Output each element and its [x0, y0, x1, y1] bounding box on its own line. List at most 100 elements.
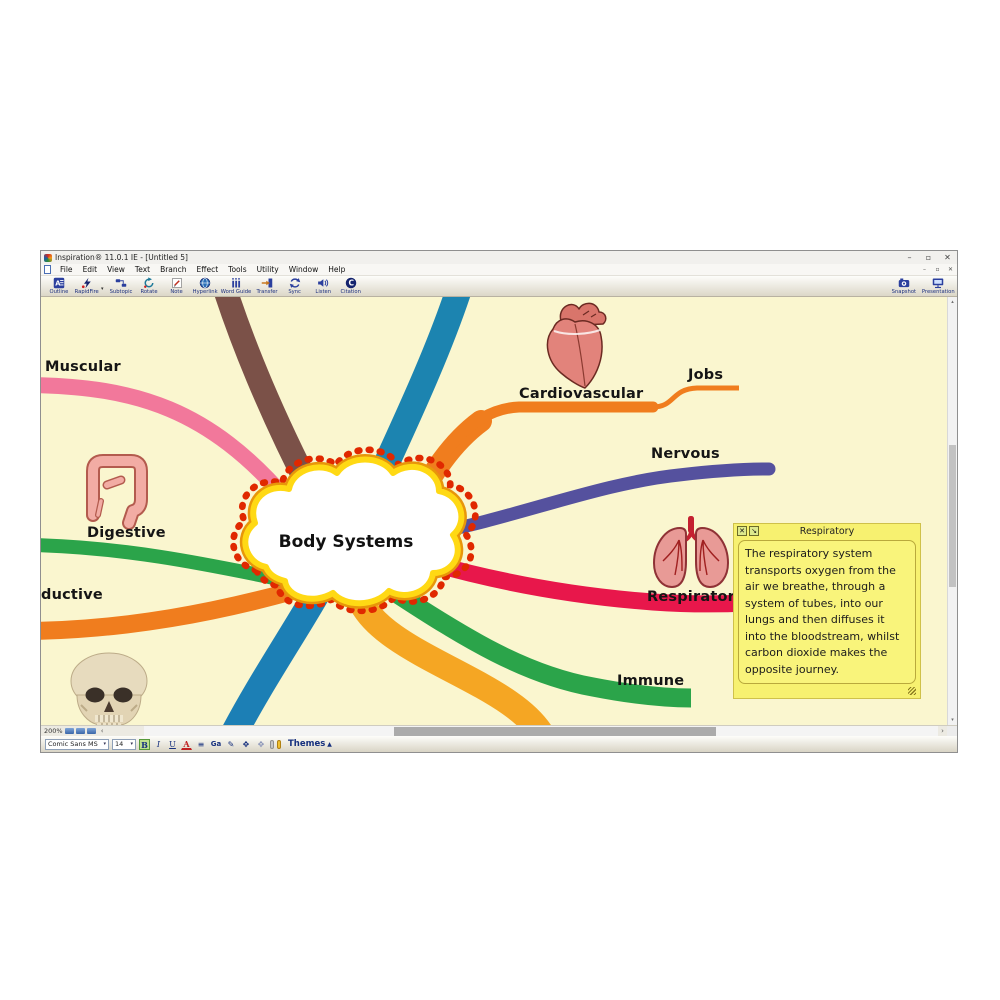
reproductive-symbol-skull[interactable] — [70, 652, 148, 725]
sync-icon — [289, 278, 301, 288]
hyperlink-icon — [199, 277, 211, 289]
doc-restore-button[interactable]: ▫ — [935, 266, 940, 273]
listen-button[interactable]: Listen — [309, 277, 337, 295]
themes-button[interactable]: Themes ▲ — [288, 739, 332, 749]
listen-icon — [318, 279, 329, 287]
position-alt-button[interactable]: ✥ — [257, 739, 265, 749]
horizontal-scrollbar[interactable] — [144, 725, 938, 737]
sync-button[interactable]: Sync — [281, 277, 309, 295]
transfer-button[interactable]: Transfer — [253, 277, 281, 295]
label-reproductive-truncated[interactable]: ductive — [41, 587, 103, 603]
note-header[interactable]: ✕ ↘ Respiratory — [734, 524, 920, 539]
horizontal-scroll-thumb[interactable] — [394, 726, 716, 736]
respiratory-note-panel[interactable]: ✕ ↘ Respiratory The respiratory system t… — [733, 523, 921, 699]
mind-map-graphic — [41, 297, 776, 725]
italic-button[interactable]: I — [156, 739, 161, 749]
scroll-down-icon[interactable]: ▾ — [948, 715, 957, 725]
branch-jobs[interactable] — [652, 385, 739, 410]
outline-icon: A — [53, 277, 65, 289]
branch-respiratory[interactable] — [428, 554, 748, 613]
menu-file[interactable]: File — [60, 265, 73, 274]
word-guide-icon — [232, 277, 241, 288]
rotate-icon — [144, 277, 154, 288]
subtopic-button[interactable]: Subtopic — [107, 277, 135, 295]
draw-tool-button[interactable]: ✎ — [227, 739, 235, 749]
branch-unlabeled-bottom-left[interactable] — [223, 579, 331, 725]
label-muscular[interactable]: Muscular — [45, 359, 121, 375]
font-size-select[interactable]: 14 ▾ — [112, 738, 136, 750]
menu-help[interactable]: Help — [328, 265, 346, 274]
highlight-icon[interactable] — [277, 739, 281, 749]
size-dropdown-icon: ▾ — [130, 741, 133, 747]
title-bar[interactable]: Inspiration® 11.0.1 IE - [Untitled 5] – … — [41, 251, 957, 264]
diagram-canvas[interactable]: Muscular Digestive ductive Cardiovascula… — [41, 297, 947, 725]
bold-button[interactable]: B — [139, 738, 150, 750]
zoom-in-icon[interactable] — [86, 728, 96, 734]
branch-digestive[interactable] — [41, 538, 286, 586]
rotate-button[interactable]: Rotate — [135, 277, 163, 295]
zoom-out-icon[interactable] — [75, 728, 85, 734]
label-digestive[interactable]: Digestive — [87, 525, 166, 541]
spacing-icon[interactable] — [270, 739, 274, 749]
close-button[interactable]: ✕ — [944, 253, 951, 262]
doc-minimize-button[interactable]: – — [923, 266, 926, 273]
label-jobs[interactable]: Jobs — [688, 367, 724, 383]
branch-muscular[interactable] — [41, 377, 295, 508]
branch-nervous[interactable] — [426, 462, 776, 540]
outline-button[interactable]: A Outline — [45, 277, 73, 295]
minimize-button[interactable]: – — [907, 253, 912, 262]
hyperlink-button[interactable]: Hyperlink — [191, 277, 219, 295]
position-button[interactable]: ✥ — [242, 739, 250, 749]
font-family-select[interactable]: Comic Sans MS ▾ — [45, 738, 109, 750]
doc-close-button[interactable]: ✕ — [947, 266, 954, 273]
scroll-up-icon[interactable]: ▴ — [948, 297, 957, 307]
digestive-symbol-intestine[interactable] — [86, 454, 148, 530]
snapshot-button[interactable]: Snapshot — [887, 277, 921, 295]
menu-text[interactable]: Text — [134, 265, 151, 274]
menu-edit[interactable]: Edit — [82, 265, 98, 274]
zoom-level[interactable]: 200% — [44, 727, 63, 735]
transfer-icon — [261, 278, 273, 288]
note-button[interactable]: Note — [163, 277, 191, 295]
label-cardiovascular[interactable]: Cardiovascular — [519, 386, 644, 402]
rapidfire-dropdown-icon[interactable]: ▾ — [101, 285, 104, 292]
change-case-button[interactable]: Ga — [210, 740, 222, 748]
maximize-button[interactable]: ▫ — [925, 253, 932, 262]
scroll-right-icon[interactable]: › — [941, 727, 944, 735]
label-immune[interactable]: Immune — [617, 673, 685, 689]
note-icon — [172, 278, 182, 288]
svg-text:A: A — [55, 280, 61, 288]
presentation-button[interactable]: Presentation — [921, 277, 955, 295]
menu-utility[interactable]: Utility — [256, 265, 279, 274]
font-color-button[interactable]: A — [181, 739, 192, 750]
menu-branch[interactable]: Branch — [160, 265, 187, 274]
underline-button[interactable]: U — [169, 739, 176, 749]
menu-window[interactable]: Window — [288, 265, 319, 274]
scrollbar-corner — [947, 725, 957, 737]
note-close-icon[interactable]: ✕ — [737, 526, 747, 536]
alignment-button[interactable]: ≡ — [197, 739, 205, 749]
menu-tools[interactable]: Tools — [228, 265, 247, 274]
cardiovascular-symbol-heart[interactable] — [546, 302, 607, 389]
vertical-scrollbar[interactable]: ▴ ▾ — [947, 297, 957, 725]
citation-button[interactable]: C Citation — [340, 277, 362, 295]
note-body-text[interactable]: The respiratory system transports oxygen… — [738, 540, 916, 684]
central-topic-label[interactable]: Body Systems — [278, 532, 414, 552]
central-topic-cloud[interactable] — [239, 454, 467, 609]
zoom-fit-icon[interactable] — [64, 728, 74, 734]
note-expand-icon[interactable]: ↘ — [749, 526, 759, 536]
vertical-scroll-thumb[interactable] — [949, 445, 956, 587]
menu-view[interactable]: View — [107, 265, 125, 274]
menu-effect[interactable]: Effect — [196, 265, 219, 274]
branch-unlabeled-bottom[interactable] — [346, 584, 551, 725]
branch-reproductive[interactable] — [41, 582, 302, 640]
respiratory-symbol-lungs[interactable] — [652, 516, 730, 589]
label-respiratory[interactable]: Respiratory — [647, 589, 745, 605]
scroll-left-icon[interactable]: ‹ — [100, 727, 104, 735]
label-nervous[interactable]: Nervous — [651, 446, 720, 462]
word-guide-button[interactable]: Word Guide — [219, 277, 253, 295]
branch-immune[interactable] — [387, 583, 692, 708]
note-resize-grip-icon[interactable] — [908, 687, 916, 695]
rapidfire-button[interactable]: RapidFire — [73, 277, 101, 295]
